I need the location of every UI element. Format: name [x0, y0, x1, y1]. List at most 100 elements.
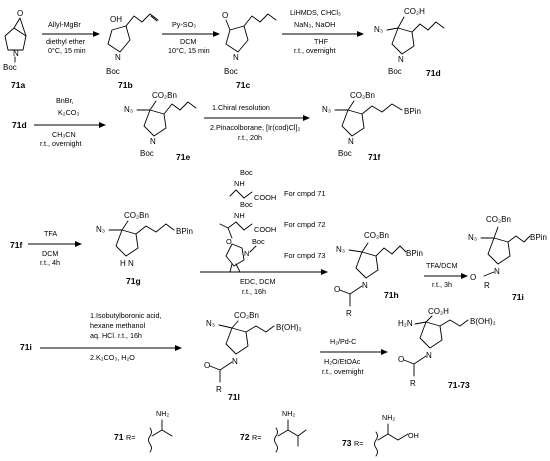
r-group-73: 73 R= NH₂ OH	[342, 413, 419, 457]
structure-71g: CO₂Bn N₃ BPin H N 71g	[96, 211, 193, 286]
reagent-diethyl-ether: diethyl ether	[46, 37, 86, 46]
r-label: R=	[126, 433, 135, 442]
reagent-thf: THF	[314, 37, 329, 46]
structure-71b: OH N Boc 71b	[106, 13, 159, 90]
step-isobutylboronic-acid: 1.Isobutylboronic acid,	[90, 311, 162, 320]
atom-n: N	[494, 267, 500, 276]
atom-nh: NH	[234, 179, 245, 188]
reaction-arrow-1: Allyl-MgBr diethyl ether 0°C, 15 min	[42, 20, 100, 55]
compound-label-71g: 71g	[126, 276, 141, 286]
atom-oh: OH	[408, 431, 419, 440]
step-hexane-methanol: hexane methanol	[90, 321, 146, 330]
label-for-cmpd-72: For cmpd 72	[284, 220, 326, 229]
atom-boh2: B(OH)₂	[276, 323, 302, 332]
structure-71-73: CO₂H H₂N B(OH)₂ N O R 71-73	[398, 307, 496, 390]
atom-o: O	[398, 355, 404, 364]
compound-ref-71i: 71i	[20, 342, 32, 352]
atom-cooh: COOH	[254, 225, 276, 234]
compound-label-71c: 71c	[236, 80, 250, 90]
label-for-cmpd-71: For cmpd 71	[284, 189, 326, 198]
oxazolidine-acid-73: O N Boc For cmpd 73	[225, 237, 326, 273]
condition-6: r.t., 4h	[40, 258, 60, 267]
atom-cooh: COOH	[254, 193, 276, 202]
atom-o: O	[222, 11, 228, 20]
condition-4: r.t., overnight	[40, 139, 82, 148]
atom-nh: NH	[234, 211, 245, 220]
r-group-number: 72	[240, 432, 250, 442]
atom-n: N	[13, 49, 19, 58]
atom-o: O	[204, 361, 210, 370]
boc-label: Boc	[240, 168, 253, 177]
structure-71a: O N Boc 71a	[3, 9, 27, 90]
atom-nh2: NH₂	[282, 409, 295, 418]
atom-nh2: NH₂	[156, 409, 169, 418]
compound-ref-71f: 71f	[10, 240, 22, 250]
step-chiral-resolution: 1.Chiral resolution	[212, 103, 270, 112]
reagent-nan3: NaN₃, NaOH	[294, 20, 335, 29]
atom-boh2: B(OH)₂	[470, 317, 496, 326]
condition-1: 0°C, 15 min	[48, 46, 86, 55]
boc-amino-acid-71: Boc NH COOH For cmpd 71	[229, 168, 326, 202]
atom-o: O	[17, 9, 23, 18]
structure-71l: CO₂Bn N₃ B(OH)₂ N O R 71l	[204, 311, 302, 402]
atom-o: O	[226, 237, 232, 246]
structure-71f: CO₂Bn N₃ BPin N Boc 71f	[322, 91, 421, 162]
r-group-71: 71 R= NH₂	[114, 409, 173, 453]
atom-n: N	[115, 53, 121, 62]
condition-3: r.t., overnight	[294, 46, 336, 55]
compound-label-71b: 71b	[118, 80, 133, 90]
atom-bpin: BPin	[404, 107, 421, 116]
atom-n: N	[128, 259, 134, 268]
atom-nh2: NH₂	[382, 413, 395, 422]
reaction-arrow-2: Py-SO₃ DCM 10°C, 15 min	[162, 20, 220, 55]
atom-n3: N₃	[96, 225, 105, 234]
condition-7: r.t., 16h	[242, 287, 266, 296]
condition-8: r.t., 3h	[432, 280, 452, 289]
reagent-tfa: TFA	[44, 229, 57, 238]
atom-co2bn: CO₂Bn	[364, 231, 389, 240]
r-group-72: 72 R= NH₂	[240, 409, 307, 453]
atom-n: N	[244, 249, 249, 258]
atom-r: R	[216, 385, 222, 394]
atom-co2h: CO₂H	[404, 7, 425, 16]
label-for-cmpd-73: For cmpd 73	[284, 251, 326, 260]
reagent-tfa-dcm: TFA/DCM	[426, 261, 458, 270]
r-label: R=	[252, 433, 261, 442]
reagent-lihmds: LiHMDS, CHCl₃	[290, 8, 341, 17]
boc-label: Boc	[252, 237, 265, 246]
compound-label-71-73: 71-73	[448, 380, 470, 390]
atom-o: O	[334, 285, 340, 294]
atom-n3: N₃	[468, 233, 477, 242]
boc-label: Boc	[106, 67, 120, 76]
atom-n: N	[426, 351, 432, 360]
step-aq-hcl: aq. HCl. r.t., 16h	[90, 331, 142, 340]
atom-co2bn: CO₂Bn	[350, 91, 375, 100]
atom-bpin: BPin	[530, 233, 547, 242]
structure-71i: CO₂Bn N₃ BPin N O R 71i	[468, 215, 547, 302]
reagent-dcm: DCM	[42, 249, 58, 258]
atom-n: N	[348, 137, 354, 146]
atom-oh: OH	[110, 15, 122, 24]
reaction-arrow-10: H₂/Pd-C H₂O/EtOAc r.t., overnight	[320, 337, 388, 376]
boc-label: Boc	[388, 67, 402, 76]
atom-nh: H	[120, 259, 126, 268]
atom-bpin: BPin	[176, 227, 193, 236]
atom-co2bn: CO₂Bn	[486, 215, 511, 224]
reaction-arrow-6: TFA DCM r.t., 4h	[28, 229, 82, 267]
atom-n: N	[150, 137, 156, 146]
reagent-k2co3: K₂CO₃	[58, 108, 79, 117]
reaction-arrow-3: LiHMDS, CHCl₃ NaN₃, NaOH THF r.t., overn…	[282, 8, 364, 55]
atom-n: N	[232, 357, 238, 366]
compound-label-71a: 71a	[11, 80, 25, 90]
condition-10: r.t., overnight	[322, 367, 364, 376]
atom-n: N	[362, 281, 368, 290]
boc-amino-acid-72: Boc NH COOH For cmpd 72	[219, 200, 326, 239]
atom-r: R	[346, 309, 352, 318]
reaction-arrow-8: TFA/DCM r.t., 3h	[424, 261, 468, 289]
step-k2co3: 2.K₂CO₃, H₂O	[90, 353, 135, 362]
compound-label-71d: 71d	[426, 68, 441, 78]
atom-o: O	[470, 273, 476, 282]
structure-71e: CO₂Bn N₃ N Boc 71e	[124, 91, 197, 162]
atom-n3: N₃	[206, 319, 215, 328]
compound-label-71f: 71f	[368, 152, 380, 162]
